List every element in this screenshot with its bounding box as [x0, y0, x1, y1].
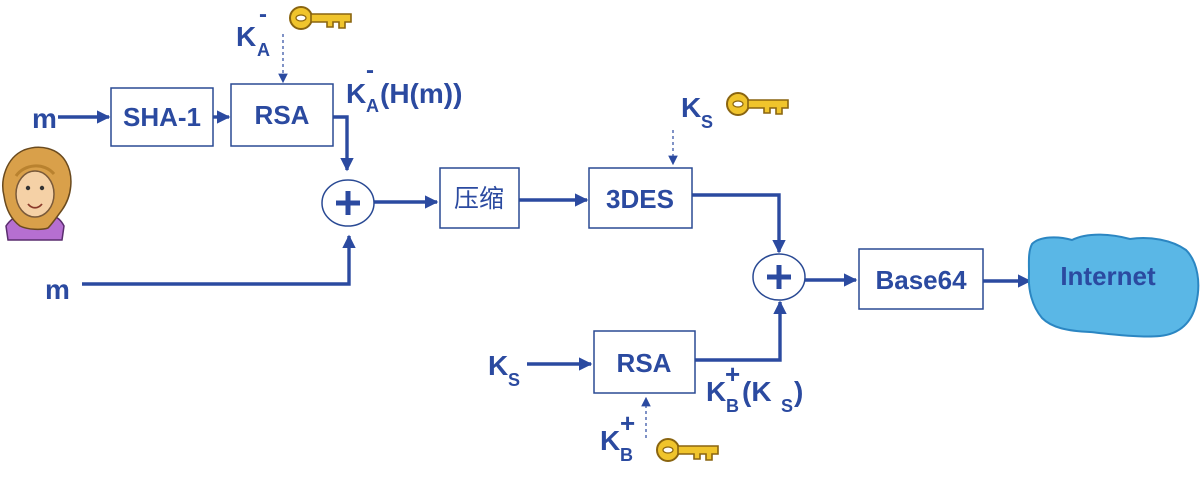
key-icon — [726, 92, 789, 116]
ks-input-label: K S — [488, 350, 520, 390]
plus-operator-icon — [321, 179, 375, 227]
svg-text:K: K — [236, 21, 256, 52]
svg-text:K: K — [488, 350, 508, 381]
rsa-key-label: RSA — [617, 348, 672, 378]
rsa-sign-block — [230, 83, 334, 147]
des3-label: 3DES — [606, 184, 674, 214]
svg-text:-: - — [259, 1, 267, 28]
arrow-3des-to-plus — [692, 193, 786, 254]
svg-text:B: B — [726, 396, 739, 416]
svg-text:(H(m)): (H(m)) — [380, 78, 462, 109]
svg-text:A: A — [366, 96, 379, 116]
svg-text:(K: (K — [742, 376, 772, 407]
rsa-key-block — [593, 330, 696, 394]
svg-text:K: K — [346, 78, 366, 109]
svg-text:S: S — [781, 396, 793, 416]
key-icon — [289, 6, 352, 30]
svg-text:+: + — [620, 408, 635, 438]
plus-operator-icon — [752, 253, 806, 301]
compress-block — [439, 167, 520, 229]
signature-label: K A - (H(m)) — [346, 57, 462, 116]
ka-private-key-label: K A - — [236, 1, 270, 60]
svg-text:S: S — [701, 112, 713, 132]
base64-label: Base64 — [875, 265, 967, 295]
svg-text:-: - — [366, 57, 374, 84]
des3-block — [588, 167, 693, 229]
svg-text:A: A — [257, 40, 270, 60]
kb-public-key-label: K B + — [600, 408, 635, 465]
sha1-label: SHA-1 — [123, 102, 201, 132]
message-input-top: m — [32, 103, 57, 134]
kb-ks-label: K B + (K S ) — [706, 359, 803, 416]
arrow-rsa-to-plus — [333, 115, 354, 172]
svg-text:+: + — [725, 359, 740, 389]
sha1-block — [110, 87, 214, 147]
message-input-bottom: m — [45, 274, 70, 305]
rsa-sign-label: RSA — [255, 100, 310, 130]
compress-label: 压缩 — [454, 184, 504, 213]
svg-text:K: K — [600, 425, 620, 456]
key-icon — [656, 438, 719, 462]
arrow-rsa-to-plus2 — [695, 300, 787, 362]
alice-icon — [2, 146, 72, 241]
svg-text:K: K — [681, 92, 701, 123]
base64-block — [858, 248, 984, 310]
cloud-icon — [1027, 233, 1200, 338]
svg-text:): ) — [794, 376, 803, 407]
svg-text:S: S — [508, 370, 520, 390]
ks-session-key-label: K S — [681, 92, 713, 132]
internet-label: Internet — [1060, 261, 1156, 291]
arrow-m-to-plus — [82, 234, 356, 286]
svg-text:B: B — [620, 445, 633, 465]
svg-text:K: K — [706, 376, 726, 407]
